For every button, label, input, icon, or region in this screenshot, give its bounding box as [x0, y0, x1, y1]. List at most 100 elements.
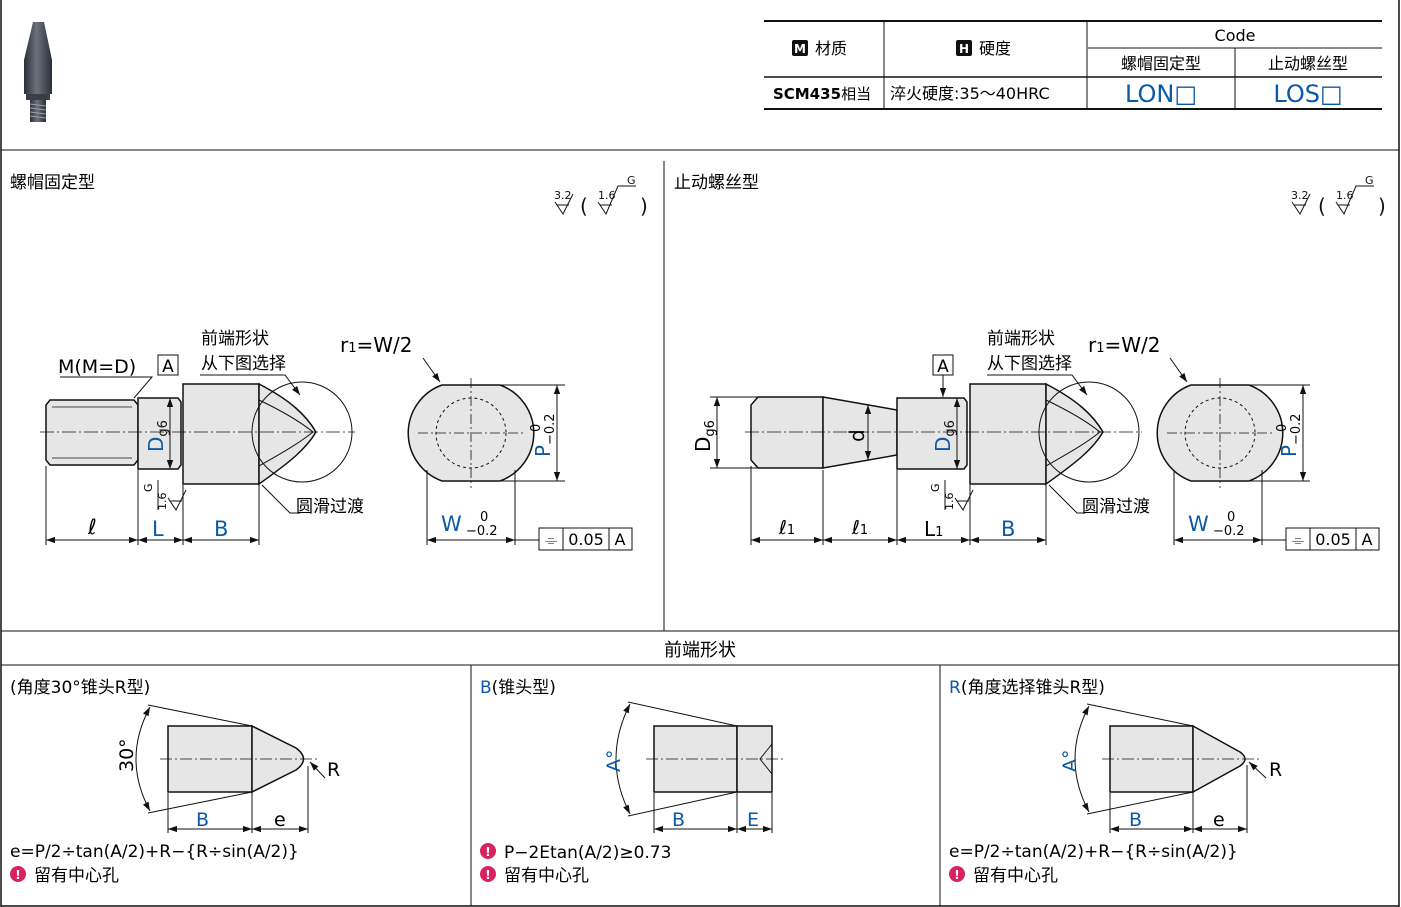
alert-icon [480, 866, 496, 882]
right-pin-side-view [750, 382, 1104, 486]
tip1-note: 留有中心孔 [34, 866, 119, 886]
p-tol-low: −0.2 [543, 413, 558, 445]
tip2-labels: A° B E ! P−2Etan(A/2)≥0.73 ! 留有中心孔 [480, 750, 759, 886]
dim-L1: L1 [924, 517, 943, 541]
tip3-angle: A° [1059, 750, 1081, 773]
code-value-lon: LON□ [1125, 80, 1197, 108]
svg-text:(: ( [580, 194, 588, 218]
roughness-symbol-right: 3.2 ( 1.6 G ) [1291, 174, 1386, 218]
svg-text:!: ! [485, 868, 490, 882]
svg-text:!: ! [15, 868, 20, 882]
svg-text:1.6: 1.6 [598, 189, 616, 202]
finish-16-right: 1.6 [943, 493, 956, 511]
left-end-view-labels: r1=W/2 P 0 −0.2 W 0 −0.2 ⌯ 0.05 A [340, 333, 626, 549]
svg-text:!: ! [954, 868, 959, 882]
datum-a-right: A [937, 357, 949, 377]
symmetry-icon-right: ⌯ [1292, 531, 1304, 549]
tip1-formula: e=P/2÷tan(A/2)+R−{R÷sin(A/2)} [10, 842, 299, 862]
tip3-title: R(角度选择锥头R型) [949, 678, 1105, 698]
small-d-label: d [845, 429, 869, 442]
w-tol-low-right: −0.2 [1213, 524, 1245, 539]
w-tol-up-right: 0 [1227, 510, 1235, 525]
tip-shape-label-2-right: 从下图选择 [987, 354, 1072, 374]
tip2-e: E [747, 809, 759, 831]
dim-L: L [152, 517, 164, 541]
d-g6-label: Dg6 [144, 420, 171, 452]
dim-B: B [214, 517, 228, 541]
tip2-formula: P−2Etan(A/2)≥0.73 [504, 843, 671, 863]
tip3-formula: e=P/2÷tan(A/2)+R−{R÷sin(A/2)} [949, 842, 1238, 862]
svg-text:3.2: 3.2 [554, 189, 572, 202]
left-pin-end-view [407, 378, 535, 488]
material-badge-icon [792, 40, 808, 56]
product-photo [24, 22, 52, 122]
hardness-value: 淬火硬度:35～40HRC [890, 84, 1050, 103]
hardness-header: 硬度 [979, 39, 1011, 58]
left-pin-labels: M(M=D) A Dg6 前端形状 从下图选择 圆滑过渡 ℓ L B G 1.6 [58, 329, 364, 541]
hardness-badge-icon [956, 40, 972, 56]
svg-text:): ) [640, 194, 648, 218]
tip2-note: 留有中心孔 [504, 866, 589, 886]
finish-g: G [142, 483, 155, 492]
tip1-annotations [135, 704, 326, 833]
svg-text:G: G [627, 174, 636, 187]
tip3-labels: A° R B e e=P/2÷tan(A/2)+R−{R÷sin(A/2)} !… [949, 750, 1282, 886]
svg-text:): ) [1378, 194, 1386, 218]
symmetry-datum-right: A [1362, 530, 1373, 549]
finish-16: 1.6 [156, 493, 169, 511]
finish-g-right: G [929, 483, 942, 492]
material-header: 材质 [815, 39, 847, 58]
symmetry-tolerance-right: 0.05 [1315, 530, 1351, 549]
w-label: W [441, 512, 462, 536]
w-label-right: W [1188, 512, 1209, 536]
r1-label: r1=W/2 [340, 333, 413, 357]
d-g6-middle-label: Dg6 [931, 420, 958, 452]
w-tol-up: 0 [480, 510, 488, 525]
alert-icon [949, 866, 965, 882]
left-pin-side-view [45, 382, 317, 486]
tip1-labels: 30° R B e e=P/2÷tan(A/2)+R−{R÷sin(A/2)} … [10, 738, 340, 886]
symmetry-tolerance: 0.05 [568, 530, 604, 549]
right-pin-annotations [710, 354, 1142, 545]
tip3-note: 留有中心孔 [973, 866, 1058, 886]
tip2-b: B [672, 809, 685, 831]
tip2-angle: A° [603, 750, 625, 773]
svg-text:!: ! [485, 845, 490, 859]
tip1-b: B [196, 809, 209, 831]
symmetry-datum: A [615, 530, 626, 549]
dim-l1-a: ℓ1 [778, 517, 795, 539]
tip-shape-label-1-right: 前端形状 [987, 329, 1055, 349]
tip1-title: (角度30°锥头R型) [10, 678, 150, 698]
roughness-symbol-left: 3.2 ( 1.6 G ) [554, 174, 648, 218]
material-value: SCM435相当 [773, 85, 871, 103]
dim-l: ℓ [87, 515, 97, 539]
svg-text:1.6: 1.6 [1336, 189, 1354, 202]
w-tol-low: −0.2 [466, 524, 498, 539]
code-col-nut-fixed: 螺帽固定型 [1121, 54, 1201, 73]
code-header: Code [1215, 26, 1256, 45]
code-col-set-screw: 止动螺丝型 [1268, 54, 1348, 73]
alert-icon [10, 866, 26, 882]
alert-icon [480, 843, 496, 859]
hardness-badge: H [959, 42, 969, 56]
svg-text:(: ( [1318, 194, 1326, 218]
smooth-transition-label-right: 圆滑过渡 [1082, 497, 1150, 517]
left-pin-annotations [40, 354, 355, 545]
tip-shape-label-2: 从下图选择 [201, 354, 286, 374]
d-g6-left-label: Dg6 [691, 420, 718, 452]
tip1-angle: 30° [116, 738, 138, 772]
right-panel-title: 止动螺丝型 [674, 173, 759, 193]
tip3-r: R [1269, 759, 1282, 781]
spec-table-text: M 材质 H 硬度 Code 螺帽固定型 止动螺丝型 SCM435相当 淬火硬度… [773, 26, 1348, 108]
tip3-e: e [1213, 809, 1225, 831]
p-label: P [531, 445, 555, 457]
tip-shape-label-1: 前端形状 [201, 329, 269, 349]
tip1-e: e [274, 809, 286, 831]
svg-text:3.2: 3.2 [1291, 189, 1309, 202]
thread-label: M(M=D) [58, 356, 136, 378]
svg-text:G: G [1365, 174, 1374, 187]
right-pin-labels: Dg6 d Dg6 A 前端形状 从下图选择 圆滑过渡 ℓ1 ℓ1 L1 B G… [691, 329, 1150, 541]
